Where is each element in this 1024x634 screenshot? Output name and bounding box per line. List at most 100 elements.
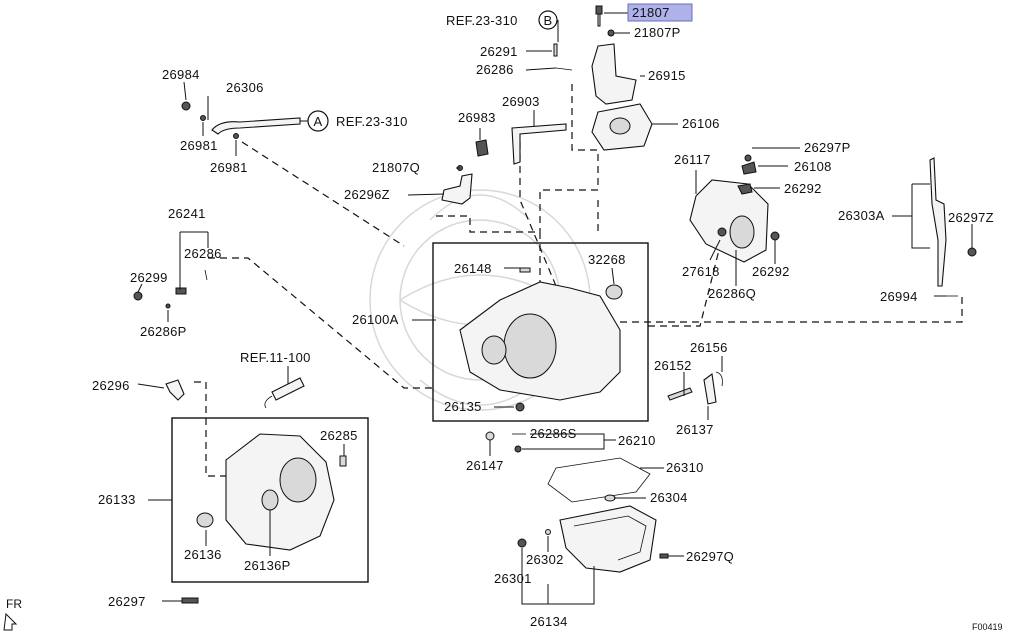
part-drawings [133,5,977,604]
ref-b-text[interactable]: REF.23-310 [446,13,518,28]
label-26981-a[interactable]: 26981 [180,138,218,153]
label-26133[interactable]: 26133 [98,492,136,507]
bolt-26210-icon [514,445,522,453]
label-26286s[interactable]: 26286S [530,426,577,441]
label-26156[interactable]: 26156 [690,340,728,355]
plug-26984-icon [181,101,191,111]
lever-26137-icon [703,373,717,405]
clip-26983-icon [475,139,489,157]
seal-26136-icon [196,512,214,528]
plug-26241-icon [175,287,187,295]
label-26302[interactable]: 26302 [526,552,564,567]
label-26286-top[interactable]: 26286 [476,62,514,77]
label-26297[interactable]: 26297 [108,594,146,609]
label-32268[interactable]: 32268 [588,252,626,267]
cover-26117-bore-icon [729,215,755,249]
highlighted-part-21807[interactable] [627,3,693,22]
clip-26292b-icon [770,231,780,241]
leader-lines [137,12,973,605]
bolt-26297-icon [181,597,199,604]
label-26135[interactable]: 26135 [444,399,482,414]
tube-26903-icon [511,123,567,165]
gasket-26302-icon [545,529,551,535]
label-26983[interactable]: 26983 [458,110,496,125]
clip-26286-left-icon [204,269,208,281]
bracket-26296z-icon [441,173,473,205]
ref-a-text[interactable]: REF.23-310 [336,114,408,129]
label-26285[interactable]: 26285 [320,428,358,443]
label-26297p[interactable]: 26297P [804,140,851,155]
ref-a-marker [307,110,329,132]
bolt-21807p-icon [607,29,615,37]
label-26286p[interactable]: 26286P [140,324,187,339]
orientation-label: FR [6,597,22,611]
label-26299[interactable]: 26299 [130,270,168,285]
bolt-26297z-icon [967,247,977,257]
label-26241[interactable]: 26241 [168,206,206,221]
bolt-26297p-icon [744,154,752,162]
label-21807q[interactable]: 21807Q [372,160,420,175]
bolt-26297q-icon [659,553,669,559]
label-26117[interactable]: 26117 [674,152,711,167]
label-27618[interactable]: 27618 [682,264,720,279]
clip-26981b-icon [233,133,239,139]
gasket-26310-icon [547,457,651,503]
label-26148[interactable]: 26148 [454,261,492,276]
label-26297q[interactable]: 26297Q [686,549,734,564]
cover-26117-icon [689,179,769,263]
clip-26292a-icon [737,183,753,195]
label-26134[interactable]: 26134 [530,614,568,629]
label-26915[interactable]: 26915 [648,68,686,83]
label-21807[interactable]: 21807 [632,5,670,20]
label-26292-a[interactable]: 26292 [784,181,822,196]
housing-26133-icon [225,433,335,551]
label-26297z[interactable]: 26297Z [948,210,994,225]
oilpan-26134-rim-icon [573,515,647,561]
label-26903[interactable]: 26903 [502,94,540,109]
ref-c-text[interactable]: REF.11-100 [240,350,311,365]
label-26210[interactable]: 26210 [618,433,656,448]
label-26137[interactable]: 26137 [676,422,714,437]
clip-26286-icon [555,67,573,71]
label-26136[interactable]: 26136 [184,547,222,562]
label-26291[interactable]: 26291 [480,44,518,59]
label-26286q[interactable]: 26286Q [708,286,756,301]
sealant-tube-nozzle-icon [264,395,273,409]
ref-a-letter: A [314,114,323,129]
label-26100a[interactable]: 26100A [352,312,399,327]
label-26286-left[interactable]: 26286 [184,246,222,261]
label-26147[interactable]: 26147 [466,458,504,473]
gasket-26286p-icon [165,303,171,309]
label-26303a[interactable]: 26303A [838,208,885,223]
assembly-dashed-lines [194,84,963,477]
label-26136p[interactable]: 26136P [244,558,291,573]
label-26304[interactable]: 26304 [650,490,688,505]
label-26310[interactable]: 26310 [666,460,704,475]
front-orientation-indicator: FR [3,597,22,631]
label-26306[interactable]: 26306 [226,80,264,95]
label-26984[interactable]: 26984 [162,67,200,82]
sealant-tube-icon [271,377,305,401]
label-26301[interactable]: 26301 [494,571,532,586]
label-26981-b[interactable]: 26981 [210,160,248,175]
spring-26156-icon [715,371,723,387]
label-26108[interactable]: 26108 [794,159,832,174]
label-26994[interactable]: 26994 [880,289,918,304]
pin-26291-icon [553,43,558,57]
label-26292-b[interactable]: 26292 [752,264,790,279]
label-21807p[interactable]: 21807P [634,25,681,40]
ref-markers: B A [307,10,558,132]
label-26106[interactable]: 26106 [682,116,720,131]
bracket-26915-icon [591,43,637,105]
label-26296[interactable]: 26296 [92,378,130,393]
clip-26981a-icon [200,115,206,121]
ref-b-letter: B [544,13,553,28]
hose-26306-icon [211,117,301,135]
case-26100a-bore2-icon [481,335,507,365]
seal-26136p-icon [261,489,279,511]
label-26296z[interactable]: 26296Z [344,187,390,202]
oilpan-26134-icon [559,505,657,573]
label-26152[interactable]: 26152 [654,358,692,373]
